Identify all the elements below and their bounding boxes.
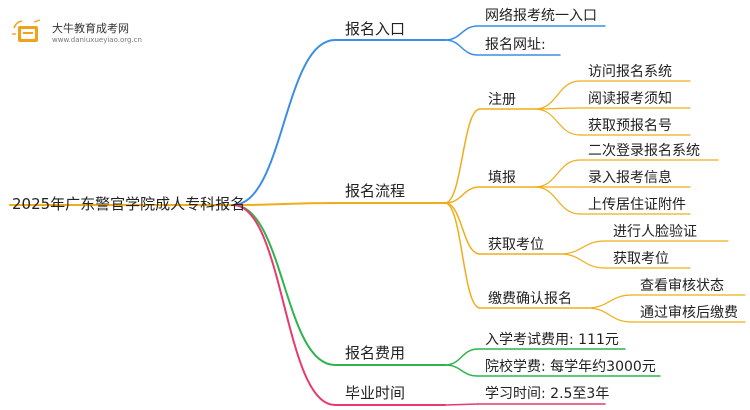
link-root-process [232, 202, 336, 206]
leaf-website: 报名网址: [485, 37, 546, 53]
leaf-online-entry: 网络报考统一入口 [485, 8, 597, 24]
step-pay-confirm: 缴费确认报名 [488, 291, 572, 307]
link-fill-1 [534, 159, 581, 188]
leaf-second-login: 二次登录报名系统 [588, 143, 700, 159]
link-process-pay [444, 202, 481, 309]
leaf-upload-residence: 上传居住证附件 [588, 197, 686, 213]
link-pay-1 [586, 294, 633, 309]
link-entry-online [444, 25, 479, 41]
link-seat-2 [559, 253, 606, 269]
link-process-seat [444, 202, 481, 255]
leaf-enter-info: 录入报考信息 [588, 170, 672, 186]
leaf-face-verify: 进行人脸验证 [613, 224, 697, 240]
link-root-fees [232, 204, 336, 366]
branch-registration-entry: 报名入口 [345, 20, 406, 38]
link-process-fill [444, 186, 481, 204]
link-fill-3 [534, 186, 581, 215]
leaf-get-prereg-number: 获取预报名号 [588, 118, 672, 134]
branch-graduation-time: 毕业时间 [345, 384, 406, 402]
branch-registration-fees: 报名费用 [345, 344, 406, 362]
link-register-1 [534, 80, 581, 110]
link-seat-1 [559, 240, 606, 255]
step-fill-in: 填报 [488, 170, 516, 186]
link-entry-website [444, 39, 479, 56]
link-register-3 [534, 108, 581, 136]
leaf-read-notice: 阅读报考须知 [588, 91, 672, 107]
leaf-get-seat: 获取考位 [613, 251, 669, 267]
link-fees-exam [444, 348, 479, 366]
book-logo-icon [12, 19, 41, 42]
branch-registration-process: 报名流程 [345, 182, 406, 200]
leaf-visit-system: 访问报名系统 [588, 64, 672, 80]
step-get-seat: 获取考位 [488, 237, 544, 253]
leaf-pay-after-approval: 通过审核后缴费 [640, 305, 738, 321]
link-fees-tuition [444, 364, 479, 377]
logo-subtitle: www.daniuxueyiao.org.cn [52, 36, 142, 44]
leaf-study-duration: 学习时间: 2.5至3年 [485, 386, 610, 402]
link-process-register [444, 108, 481, 204]
site-logo: 大牛教育成考网 www.daniuxueyiao.org.cn [10, 16, 170, 52]
leaf-tuition: 院校学费: 每学年约3000元 [485, 359, 656, 375]
step-register: 注册 [488, 92, 516, 108]
leaf-exam-fee: 入学考试费用: 111元 [485, 332, 619, 348]
root-node: 2025年广东警官学院成人专科报名 [12, 195, 246, 213]
link-pay-2 [586, 307, 633, 323]
logo-title: 大牛教育成考网 [52, 22, 129, 35]
link-root-graduation [232, 204, 336, 406]
link-root-entry [232, 39, 336, 206]
leaf-check-status: 查看审核状态 [640, 278, 724, 294]
link-graduation-study [444, 403, 479, 406]
